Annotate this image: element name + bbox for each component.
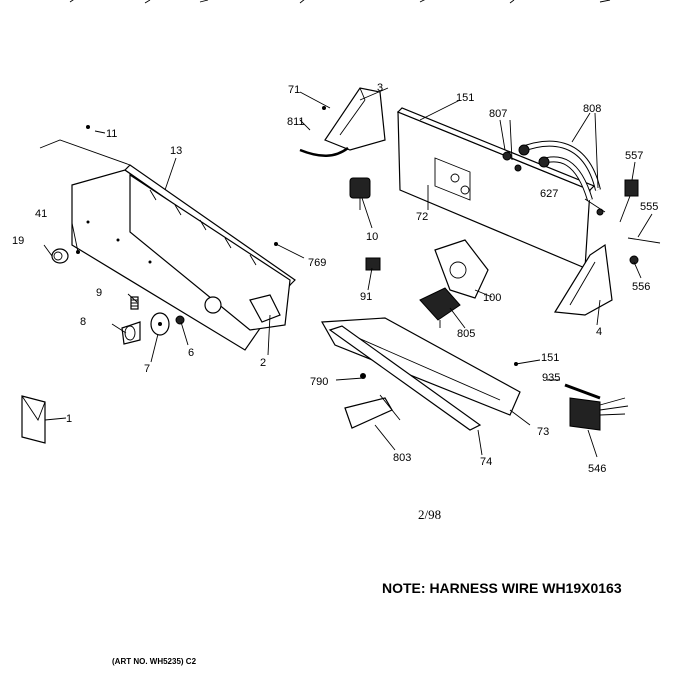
manual-1 [21,395,46,444]
bracket-557 [619,179,639,223]
callout-151-top: 151 [456,92,474,104]
screw-71 [322,106,326,110]
callout-807: 807 [489,108,507,120]
callout-555: 555 [640,201,658,213]
callout-6: 6 [188,347,194,359]
part-803 [344,394,401,429]
callout-8: 8 [80,316,86,328]
trim-74 [328,325,482,431]
timer-100 [434,239,489,299]
revision-date: 2/98 [418,507,441,522]
callout-4: 4 [596,326,602,338]
callout-73: 73 [537,426,549,438]
callout-151-bottom: 151 [541,352,559,364]
dial-7 [150,312,170,336]
callout-805: 805 [457,328,475,340]
washer-807b [514,164,522,172]
callout-19: 19 [12,235,24,247]
callout-556: 556 [632,281,650,293]
callout-803: 803 [393,452,411,464]
callout-91: 91 [360,291,372,303]
callout-769: 769 [308,257,326,269]
callout-100: 100 [483,292,501,304]
rear-panel-72 [396,107,596,269]
callout-790: 790 [310,376,328,388]
spring-6 [175,315,185,325]
callout-811: 811 [287,116,305,128]
art-number: (ART NO. WH5235) C2 [112,657,197,666]
hoses-808 [518,140,601,201]
callout-2: 2 [260,357,266,369]
callout-41: 41 [35,208,47,220]
harness-note: NOTE: HARNESS WIRE WH19X0163 [382,580,622,596]
callout-13: 13 [170,145,182,157]
hose-811 [299,146,349,157]
wire-555 [627,237,661,265]
callout-808: 808 [583,103,601,115]
callout-72: 72 [416,211,428,223]
callout-10: 10 [366,231,378,243]
valve-805 [419,287,461,328]
part-91 [365,257,381,271]
wire-935 [564,383,601,400]
control-panel-13 [39,139,296,351]
cropped-edge-marks [69,0,611,4]
callout-9: 9 [96,287,102,299]
harness-546 [569,397,629,431]
screw-790 [360,373,366,379]
spring-9 [130,296,139,310]
switch-10 [349,177,371,210]
callout-74: 74 [480,456,492,468]
callout-546: 546 [588,463,606,475]
callout-11: 11 [106,128,117,140]
end-cap-3 [324,87,386,151]
washer-807a [502,151,512,161]
callout-627: 627 [540,188,558,200]
callout-1: 1 [66,413,72,425]
trim-73 [321,317,521,416]
knob-19 [51,248,69,264]
bracket-2 [249,294,281,323]
end-cap-4 [553,243,613,316]
knob-8 [121,321,141,345]
callout-3: 3 [377,82,383,94]
callout-557: 557 [625,150,643,162]
callout-7: 7 [144,363,150,375]
screw-11 [86,125,90,129]
callout-71: 71 [288,84,300,96]
callout-935: 935 [542,372,560,384]
